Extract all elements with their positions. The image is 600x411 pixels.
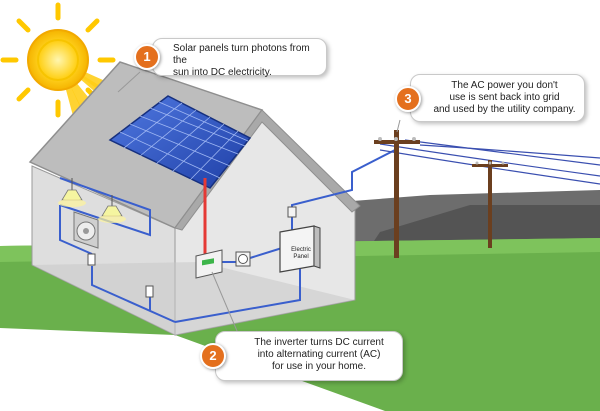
callout-1-pointer [117,71,141,93]
callout-step-1-text: Solar panels turn photons from the [173,43,310,66]
electric-panel-label: Electric Panel [286,247,316,261]
electric-panel-label-line: Panel [293,254,309,260]
callout-step-1: Solar panels turn photons from the sun i… [152,38,327,78]
step-2-badge: 2 [200,343,226,369]
callout-2-pointer [211,271,241,339]
step-3-badge: 3 [395,86,421,112]
roof-overhang [174,109,361,231]
sun-icon [0,2,116,118]
utility-pole-icon [472,160,508,248]
house-floor [32,262,355,335]
callout-step-2: The inverter turns DC current into alter… [215,331,403,381]
callout-step-1-text: sun into DC electricity. [173,67,272,78]
electric-panel-icon [279,225,321,273]
callout-step-2-text: for use in your home. [272,361,366,372]
callout-step-2-text: into alternating current (AC) [257,349,381,360]
electric-panel-label-line: Electric [291,247,311,253]
callout-step-3: The AC power you don't use is sent back … [410,74,585,122]
ceiling-lamp-icon [58,178,126,223]
outlet-icon [145,285,154,298]
solar-panel-icon [108,95,252,189]
step-1-badge: 1 [134,44,160,70]
callout-step-3-text: The AC power you don't [451,80,558,91]
meter-icon [235,251,251,267]
callout-step-2-text: The inverter turns DC current [254,337,384,348]
callout-3-pointer [396,119,401,133]
ac-unit-icon [73,211,99,249]
callout-step-3-text: use is sent back into grid [449,92,560,103]
utility-pole-icon [374,130,420,258]
service-box-icon [287,206,297,218]
inverter-icon [195,249,223,279]
outlet-icon [87,253,96,266]
callout-step-3-text: and used by the utility company. [433,104,576,115]
